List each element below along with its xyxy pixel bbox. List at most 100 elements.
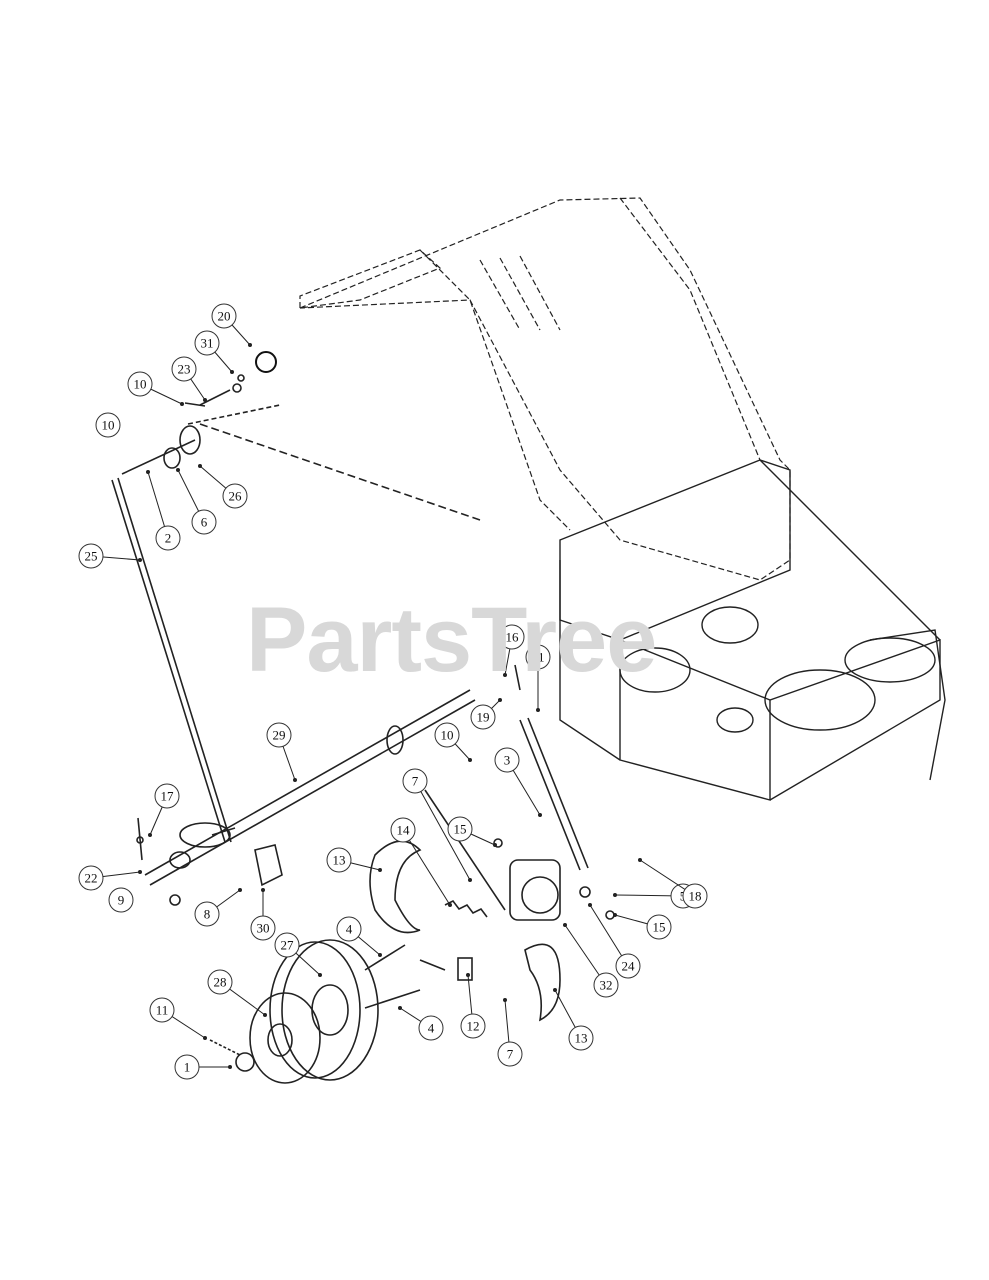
- callout-bubble: [194, 901, 220, 927]
- watermark: PartsTree: [246, 589, 657, 691]
- callout-c15b: 15: [613, 913, 672, 940]
- callout-c21: 21: [525, 644, 551, 712]
- callout-label: 32: [600, 978, 613, 993]
- callout-bubble: [211, 303, 237, 329]
- callout-label: 10: [102, 418, 115, 433]
- leader-arrowhead: [228, 1065, 232, 1069]
- leader-arrowhead: [198, 464, 202, 468]
- leader-arrowhead: [180, 402, 184, 406]
- callout-label: 13: [575, 1031, 588, 1046]
- leader-arrowhead: [138, 558, 142, 562]
- callout-bubble: [402, 768, 428, 794]
- callout-label: 17: [161, 789, 175, 804]
- callout-bubble: [525, 644, 551, 670]
- leader-arrowhead: [146, 470, 150, 474]
- leader-arrowhead: [238, 888, 242, 892]
- leader-arrowhead: [293, 778, 297, 782]
- callout-bubble: [266, 722, 292, 748]
- callout-c8: 8: [194, 888, 242, 927]
- callout-c7b: 7: [497, 998, 523, 1067]
- callout-bubble: [326, 847, 352, 873]
- callout-bubble: [494, 747, 520, 773]
- callout-label: 22: [85, 871, 98, 886]
- callout-label: 4: [428, 1021, 435, 1036]
- callout-label: 25: [85, 549, 98, 564]
- callout-label: 15: [653, 920, 666, 935]
- callout-label: 10: [134, 377, 147, 392]
- callout-c10c: 10: [434, 722, 472, 762]
- callout-c11: 11: [149, 997, 207, 1040]
- leader-arrowhead: [638, 858, 642, 862]
- callout-c22: 22: [78, 865, 142, 891]
- callout-bubble: [274, 932, 300, 958]
- leader-arrowhead: [613, 893, 617, 897]
- callout-label: 27: [281, 938, 295, 953]
- leader-arrowhead: [536, 708, 540, 712]
- leader-arrowhead: [613, 913, 617, 917]
- leader-arrowhead: [176, 468, 180, 472]
- callout-bubble: [497, 1041, 523, 1067]
- callout-bubble: [499, 624, 525, 650]
- leader-arrowhead: [503, 998, 507, 1002]
- callout-label: 20: [218, 309, 231, 324]
- callout-label: 16: [506, 630, 520, 645]
- leader-arrowhead: [263, 1013, 267, 1017]
- callout-c7a: 7: [402, 768, 472, 882]
- callout-bubble: [78, 543, 104, 569]
- callout-c27: 27: [274, 932, 322, 977]
- callout-bubble: [418, 1015, 444, 1041]
- callout-label: 19: [477, 710, 490, 725]
- callout-label: 26: [229, 489, 243, 504]
- callout-bubble: [191, 509, 217, 535]
- callout-c18: 18: [638, 858, 708, 909]
- callout-label: 15: [454, 822, 467, 837]
- leader-line: [414, 780, 471, 881]
- chassis: [559, 459, 946, 801]
- callout-label: 2: [165, 531, 172, 546]
- callout-bubble: [174, 1054, 200, 1080]
- leader-arrowhead: [248, 343, 252, 347]
- callout-c28: 28: [207, 969, 267, 1017]
- leader-arrowhead: [466, 973, 470, 977]
- leader-arrowhead: [203, 1036, 207, 1040]
- callout-c32: 32: [563, 923, 619, 998]
- callout-c1: 1: [174, 1054, 232, 1080]
- leader-arrowhead: [378, 868, 382, 872]
- callout-label: 8: [204, 907, 211, 922]
- callout-bubble: [78, 865, 104, 891]
- callout-bubble: [95, 412, 121, 438]
- callout-c23: 23: [171, 356, 207, 402]
- leader-arrowhead: [493, 843, 497, 847]
- callout-c3: 3: [494, 747, 542, 817]
- callout-bubble: [154, 783, 180, 809]
- leader-arrowhead: [148, 833, 152, 837]
- callout-bubble: [222, 483, 248, 509]
- callout-label: 4: [346, 922, 353, 937]
- callout-bubble: [108, 887, 134, 913]
- leader-arrowhead: [553, 988, 557, 992]
- callout-c29: 29: [266, 722, 297, 782]
- callout-label: 29: [273, 728, 286, 743]
- callout-c4a: 4: [336, 916, 382, 957]
- callout-label: 1: [184, 1060, 191, 1075]
- callout-c13b: 13: [553, 988, 594, 1051]
- callout-c20: 20: [211, 303, 252, 347]
- callout-c30: 30: [250, 888, 276, 941]
- callout-label: 21: [532, 650, 545, 665]
- callout-label: 11: [156, 1003, 169, 1018]
- callout-bubble: [568, 1025, 594, 1051]
- callout-bubble: [460, 1013, 486, 1039]
- leader-arrowhead: [588, 903, 592, 907]
- callout-bubble: [470, 704, 496, 730]
- callout-label: 30: [257, 921, 270, 936]
- frame-assembly: [299, 197, 791, 581]
- callout-bubble: [336, 916, 362, 942]
- callout-c26: 26: [198, 464, 248, 509]
- leader-arrowhead: [563, 923, 567, 927]
- callout-label: 7: [507, 1047, 514, 1062]
- callout-label: 31: [201, 336, 214, 351]
- callout-label: 13: [333, 853, 346, 868]
- callout-c2: 2: [146, 470, 181, 551]
- leader-arrowhead: [398, 1006, 402, 1010]
